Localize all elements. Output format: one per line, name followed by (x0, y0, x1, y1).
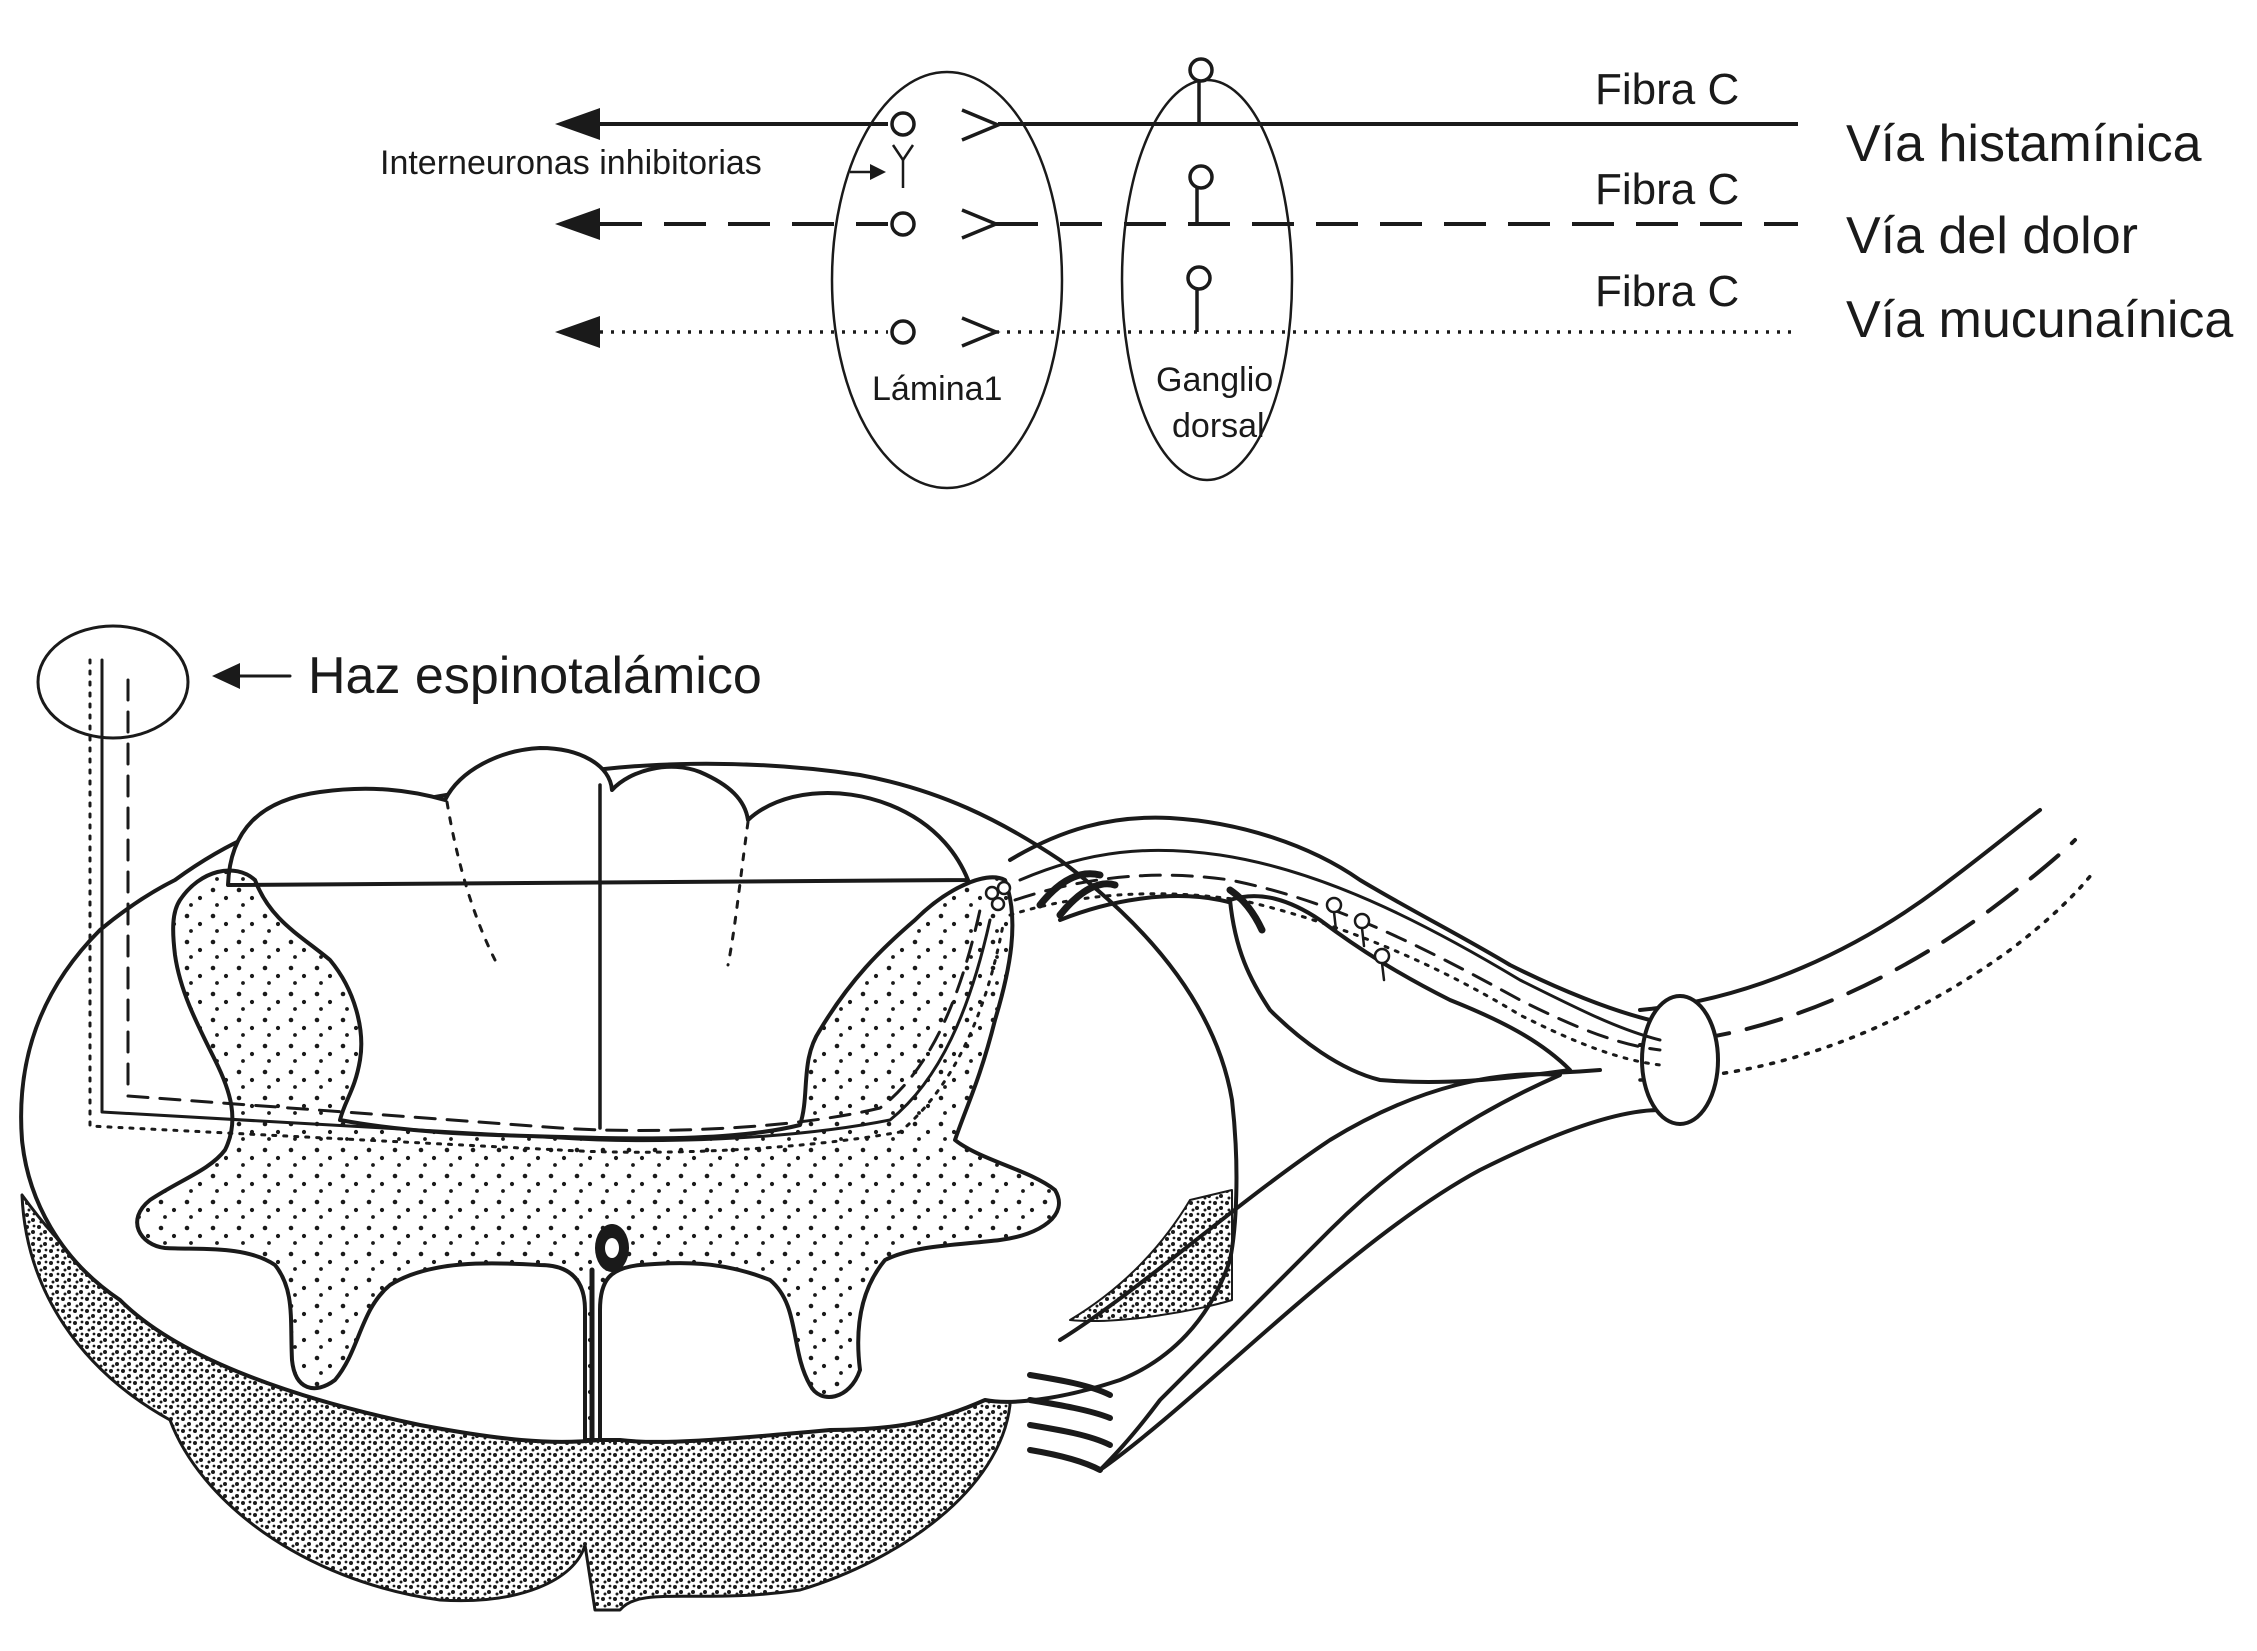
ganglion-label-line1: Ganglio (1156, 361, 1274, 399)
lamina-neuron-3 (890, 319, 916, 345)
lamina-label: Lámina1 (872, 370, 1003, 408)
mucunain-arrow (555, 316, 600, 348)
fibra-label-histamine: Fibra C (1595, 65, 1740, 114)
spinal-nerve-dashed (1638, 838, 2077, 1047)
spinal-nerve-lower (1098, 1108, 1662, 1472)
lamina-ellipse (830, 70, 1064, 490)
via-label-pain: Vía del dolor (1846, 207, 2138, 265)
dorsal-columns (226, 746, 970, 887)
synapse-chevron-2 (961, 208, 1001, 240)
ganglion-label-line2: dorsal (1172, 407, 1265, 445)
ventral-rootlets (1027, 1372, 1113, 1473)
spinothalamic-bundle (36, 624, 190, 740)
root-fiber-dotted (1008, 892, 1662, 1067)
tract-solid (100, 658, 992, 1143)
via-label-histamine: Vía histamínica (1846, 115, 2202, 173)
spinal-nerve (1638, 808, 2042, 1012)
dorsal-root-ganglion (1228, 894, 1572, 1084)
ganglion-cell-1 (1188, 57, 1214, 83)
dorsal-root-upper (1008, 815, 1652, 1022)
tract-dotted (88, 658, 1005, 1154)
spinal-cord-section (19, 624, 2097, 1612)
pain-arrow (555, 208, 600, 240)
spinothalamic-arrow-head (212, 663, 240, 689)
histamine-arrow (555, 108, 600, 140)
dorsal-septum-left (445, 800, 497, 962)
root-ganglion-cells (1325, 896, 1391, 982)
pathway-schematic (555, 57, 1798, 490)
grey-matter (135, 868, 1061, 1442)
interneuron-label: Interneuronas inhibitorias (380, 144, 762, 182)
lamina-neuron-1 (890, 111, 916, 137)
synapse-chevron-3 (961, 316, 1001, 348)
lamina-neuron-2 (890, 211, 916, 237)
spinal-nerve-dotted (1638, 868, 2097, 1082)
ventral-shadow-right (1069, 1189, 1233, 1322)
ventral-root (1058, 1072, 1562, 1472)
central-canal-inner (605, 1238, 619, 1258)
root-fiber-solid (1018, 848, 1662, 1042)
spinothalamic-label: Haz espinotalámico (308, 647, 762, 705)
dorsal-rootlets (1036, 870, 1266, 934)
synapse-chevron-1 (961, 108, 1003, 142)
tract-dashed (126, 678, 982, 1133)
ganglion-cell-3 (1186, 265, 1212, 291)
ganglion-cell-2 (1188, 164, 1214, 190)
interneuron-terminal (891, 144, 915, 163)
fibra-label-pain: Fibra C (1595, 165, 1740, 214)
interneuron-arrow-head (870, 164, 886, 180)
via-label-mucunain: Vía mucunaínica (1846, 291, 2234, 349)
dorsal-entry-cells (984, 880, 1012, 912)
nerve-cuff (1640, 994, 1720, 1126)
dorsal-septum-right (726, 820, 750, 967)
fibra-label-mucunain: Fibra C (1595, 267, 1740, 316)
